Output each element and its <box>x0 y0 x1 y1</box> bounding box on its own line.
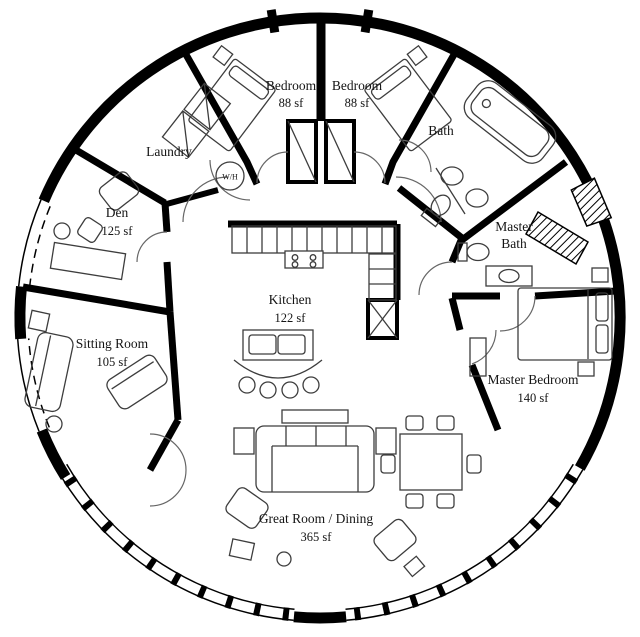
sink <box>440 166 464 186</box>
room-area-bedroom-left: 88 sf <box>279 96 304 110</box>
room-area-master-bedroom: 140 sf <box>518 391 550 405</box>
corner-table <box>27 309 51 333</box>
armchair <box>98 171 140 211</box>
bed-right <box>364 44 452 152</box>
bar-stool <box>259 381 277 399</box>
stove <box>284 250 324 269</box>
master-bath-fixtures <box>457 242 533 287</box>
dining-table <box>399 433 463 491</box>
bar-stool <box>238 376 256 394</box>
wall-stub <box>266 9 280 34</box>
sofa <box>24 331 74 413</box>
vanity <box>485 265 533 287</box>
bar-stool <box>302 376 320 394</box>
sofa-table <box>281 409 349 424</box>
outer-walls <box>14 9 626 624</box>
room-label-bedroom-right: Bedroom <box>332 78 383 93</box>
dresser <box>469 337 487 377</box>
master-bed <box>517 287 613 361</box>
water-heater-label: W/H <box>222 173 238 182</box>
room-label-kitchen: Kitchen <box>269 292 312 307</box>
room-area-bedroom-right: 88 sf <box>345 96 370 110</box>
water-heater <box>215 161 245 191</box>
dining-chair <box>380 454 396 474</box>
dining-chair <box>405 493 424 509</box>
nightstand <box>591 267 609 283</box>
room-labels: Bedroom 88 sf Bedroom 88 sf Bath Laundry… <box>76 78 579 544</box>
end-table <box>233 427 255 455</box>
sitting-room-furniture <box>24 309 168 433</box>
hatched-closet <box>524 210 590 266</box>
room-label-great-room: Great Room / Dining <box>259 511 374 526</box>
bath-fixtures <box>420 80 557 228</box>
room-label-bath: Bath <box>428 123 454 138</box>
great-room-furniture <box>225 409 482 578</box>
room-label-laundry: Laundry <box>146 144 192 159</box>
bedroom-furniture <box>188 44 452 152</box>
door-swings <box>136 139 536 507</box>
room-label-bedroom-left: Bedroom <box>266 78 317 93</box>
dining-chair <box>436 493 455 509</box>
side-table <box>228 538 256 561</box>
room-label-master-bedroom: Master Bedroom <box>487 372 579 387</box>
toilet <box>457 242 490 262</box>
hatched-wall-section <box>570 177 613 228</box>
room-area-sitting-room: 105 sf <box>97 355 129 369</box>
armchair <box>373 518 417 562</box>
loveseat <box>106 354 168 410</box>
room-label-master-bath-1: Master <box>495 219 533 234</box>
room-area-great-room: 365 sf <box>301 530 333 544</box>
kitchen-fixtures <box>231 225 397 399</box>
bathtub <box>463 80 557 164</box>
desk <box>49 241 127 281</box>
washer-dryer <box>161 82 232 159</box>
dining-chair <box>405 415 424 431</box>
room-label-den: Den <box>106 205 129 220</box>
room-label-master-bath-2: Bath <box>501 236 527 251</box>
sectional-sofa <box>255 425 375 493</box>
sink-bowl <box>248 334 277 355</box>
bed-left <box>188 44 276 152</box>
side-table <box>53 222 71 240</box>
bar-stool <box>281 381 299 399</box>
kitchen-island <box>242 329 314 361</box>
room-area-kitchen: 122 sf <box>275 311 307 325</box>
sink <box>498 268 520 284</box>
kitchen-counter <box>231 225 397 254</box>
sink-bowl <box>277 334 306 355</box>
end-table <box>375 427 397 455</box>
armchair <box>225 487 269 529</box>
sink <box>465 188 489 208</box>
den-furniture <box>49 171 140 281</box>
room-area-den: 125 sf <box>102 224 134 238</box>
toilet <box>420 194 451 228</box>
master-bedroom-furniture <box>469 267 613 377</box>
dining-chair <box>436 415 455 431</box>
wall-stub <box>360 9 374 34</box>
desk-chair <box>77 217 103 243</box>
laundry-fixtures: W/H <box>161 82 245 191</box>
window-mullions <box>61 472 290 621</box>
dining-chair <box>466 454 482 474</box>
ottoman <box>403 555 426 578</box>
kitchen-counter-side <box>368 253 397 301</box>
room-label-sitting-room: Sitting Room <box>76 336 149 351</box>
nightstand <box>577 361 595 377</box>
window-mullions <box>350 472 579 621</box>
bar-counter <box>233 359 323 379</box>
side-table <box>276 551 292 567</box>
hatched-sections <box>524 177 613 266</box>
side-table <box>45 415 63 433</box>
